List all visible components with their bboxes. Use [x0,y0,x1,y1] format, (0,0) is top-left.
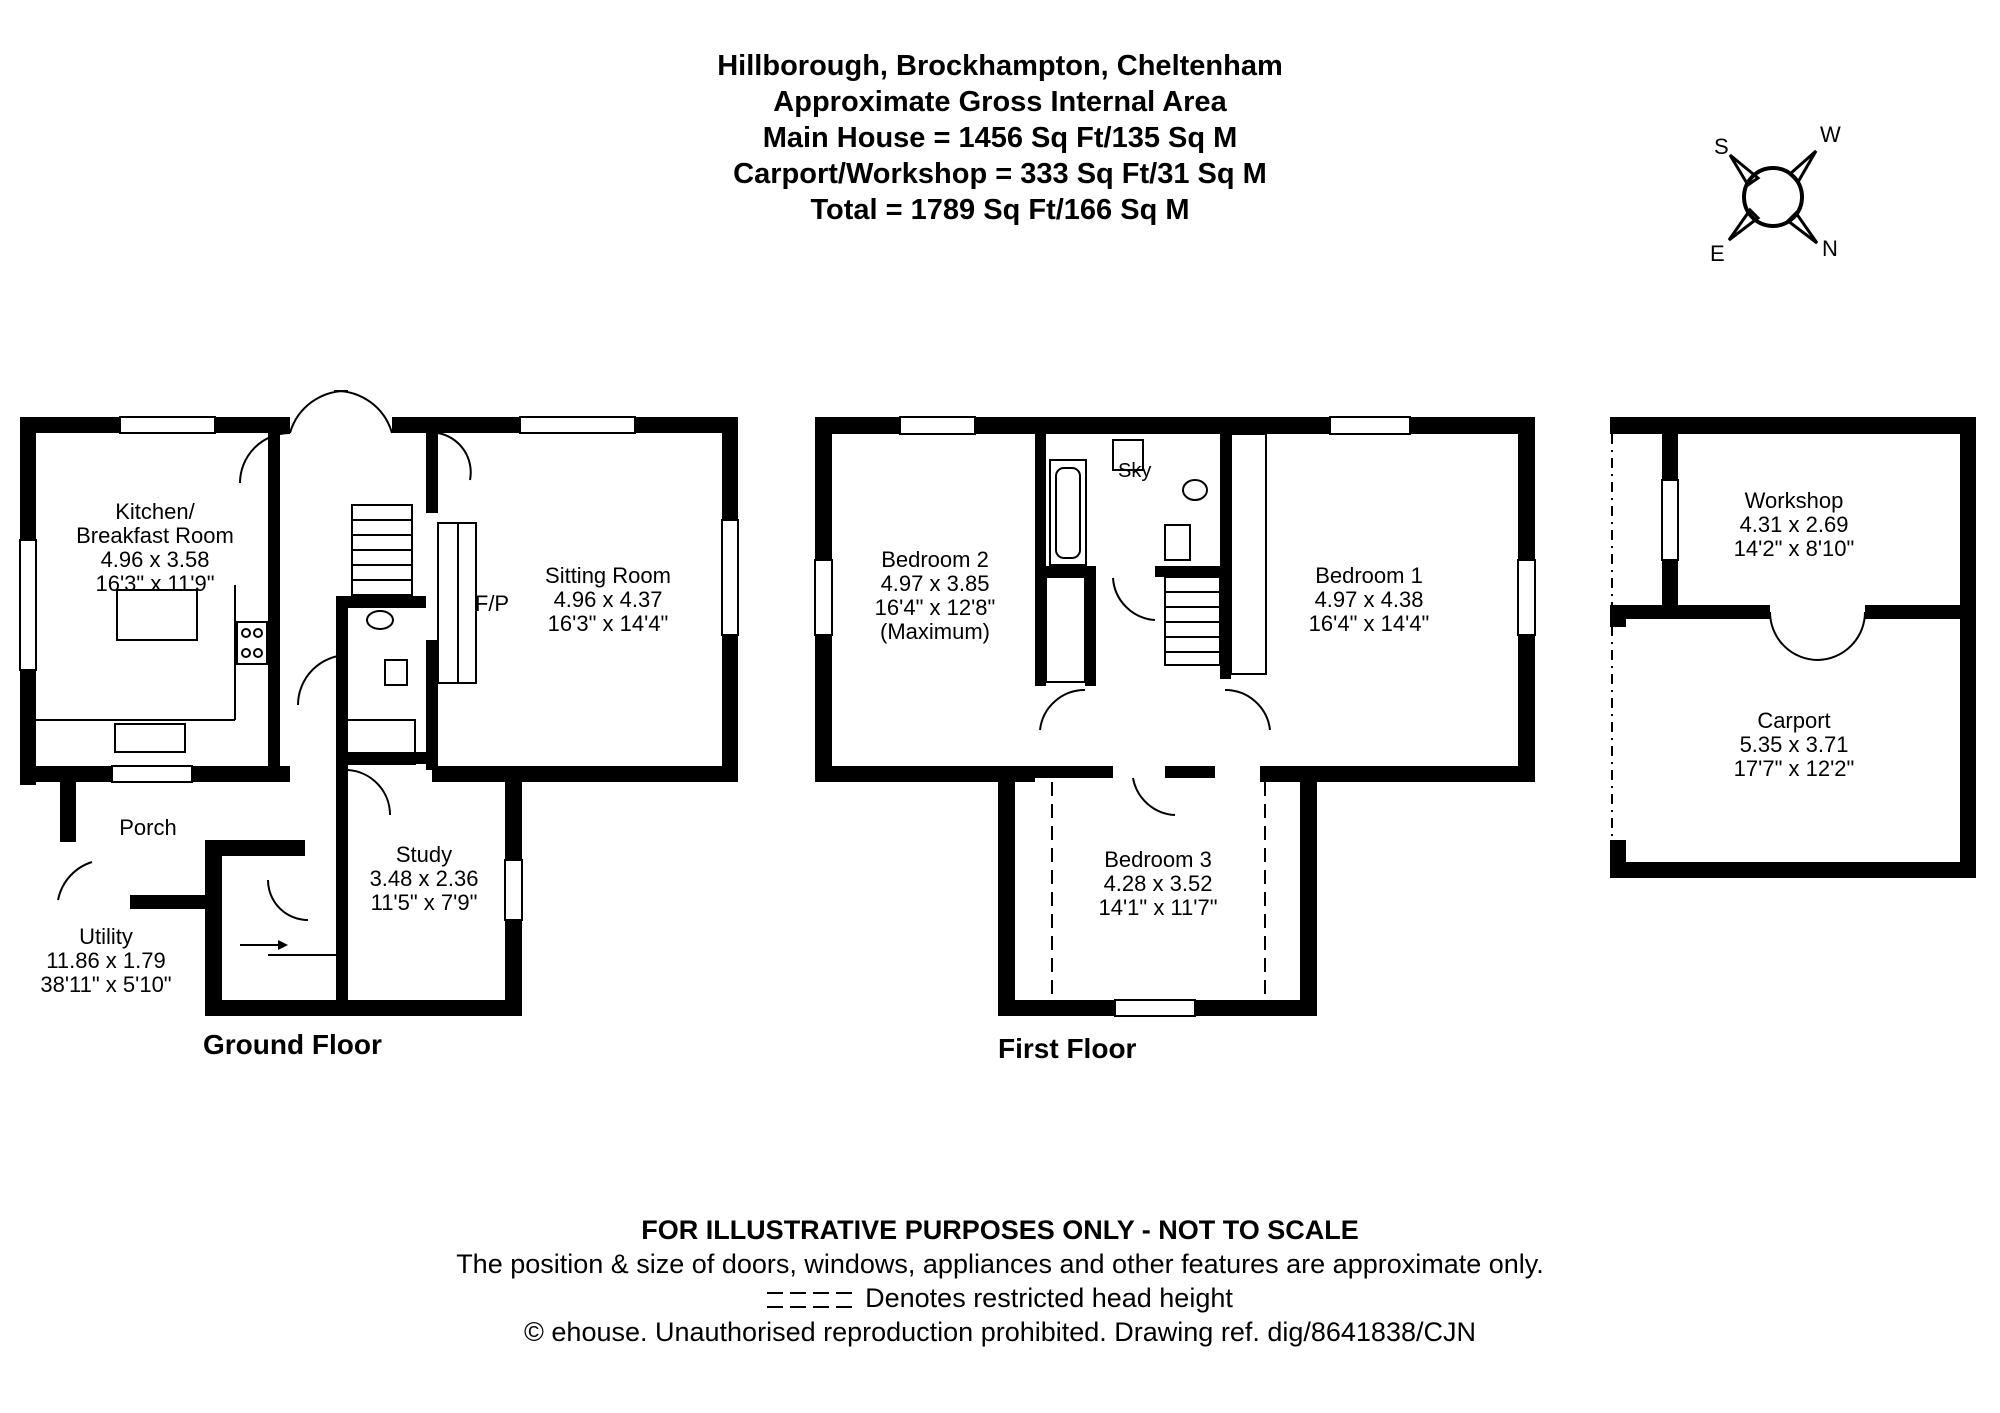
study-name: Study [396,842,452,867]
bedroom3-metric: 4.28 x 3.52 [1104,871,1213,896]
bedroom3-name: Bedroom 3 [1104,847,1212,872]
ground-floor-label: Ground Floor [203,1029,382,1060]
disclaimer-text: The position & size of doors, windows, a… [456,1249,1544,1279]
compass-rose: S W E N [1710,122,1841,266]
copyright-text: © ehouse. Unauthorised reproduction proh… [524,1317,1476,1347]
study-metric: 3.48 x 2.36 [370,866,479,891]
plan-header: Hillborough, Brockhampton, Cheltenham Ap… [0,48,2000,228]
carport-workshop-area: Carport/Workshop = 333 Sq Ft/31 Sq M [733,158,1267,190]
restricted-height-label: Denotes restricted head height [865,1283,1233,1313]
first-floor-plan: Sky Bedroom 2 4.97 x 3.85 16'4" x 12'8" … [814,416,1536,1064]
sitting-room-imperial: 16'3" x 14'4" [548,611,669,636]
compass-e: E [1710,241,1725,266]
bedroom2-metric: 4.97 x 3.85 [881,571,990,596]
carport-imperial: 17'7" x 12'2" [1734,756,1855,781]
restricted-height-key: Denotes restricted head height [0,1281,2000,1315]
first-floor-label: First Floor [998,1033,1137,1064]
area-subtitle: Approximate Gross Internal Area [773,86,1227,118]
bedroom1-metric: 4.97 x 4.38 [1315,587,1424,612]
utility-imperial: 38'11" x 5'10" [40,972,171,997]
compass-n: N [1822,236,1838,261]
total-area: Total = 1789 Sq Ft/166 Sq M [810,194,1190,226]
study-imperial: 11'5" x 7'9" [371,890,478,915]
carport-workshop-plan: Workshop 4.31 x 2.69 14'2" x 8'10" Carpo… [1610,417,1976,878]
skylight-label: Sky [1118,460,1151,482]
kitchen-name-line1: Kitchen/ [115,499,195,524]
disclaimer-title: FOR ILLUSTRATIVE PURPOSES ONLY - NOT TO … [641,1215,1359,1245]
plan-footer: FOR ILLUSTRATIVE PURPOSES ONLY - NOT TO … [0,1213,2000,1349]
workshop-imperial: 14'2" x 8'10" [1734,536,1855,561]
address-title: Hillborough, Brockhampton, Cheltenham [717,50,1283,82]
compass-w: W [1820,122,1841,147]
utility-name: Utility [79,924,133,949]
workshop-name: Workshop [1745,488,1844,513]
sitting-room-metric: 4.96 x 4.37 [554,587,663,612]
workshop-metric: 4.31 x 2.69 [1740,512,1849,537]
kitchen-imperial: 16'3" x 11'9" [95,571,214,596]
bedroom1-imperial: 16'4" x 14'4" [1309,611,1430,636]
compass-s: S [1714,134,1729,159]
fireplace-label: F/P [475,591,509,616]
bedroom2-note: (Maximum) [880,619,990,644]
carport-name: Carport [1757,708,1830,733]
carport-metric: 5.35 x 3.71 [1740,732,1849,757]
porch-name: Porch [119,815,176,840]
main-house-area: Main House = 1456 Sq Ft/135 Sq M [762,122,1238,154]
bedroom1-name: Bedroom 1 [1315,563,1423,588]
bedroom3-imperial: 14'1" x 11'7" [1098,895,1217,920]
bedroom2-imperial: 16'4" x 12'8" [875,595,996,620]
ground-floor-plan: Kitchen/ Breakfast Room 4.96 x 3.58 16'3… [19,389,739,1060]
utility-metric: 11.86 x 1.79 [46,948,165,973]
sitting-room-name: Sitting Room [545,563,671,588]
bedroom2-name: Bedroom 2 [881,547,989,572]
dashed-line-key-icon [767,1291,860,1308]
kitchen-metric: 4.96 x 3.58 [101,547,210,572]
kitchen-name-line2: Breakfast Room [76,523,234,548]
